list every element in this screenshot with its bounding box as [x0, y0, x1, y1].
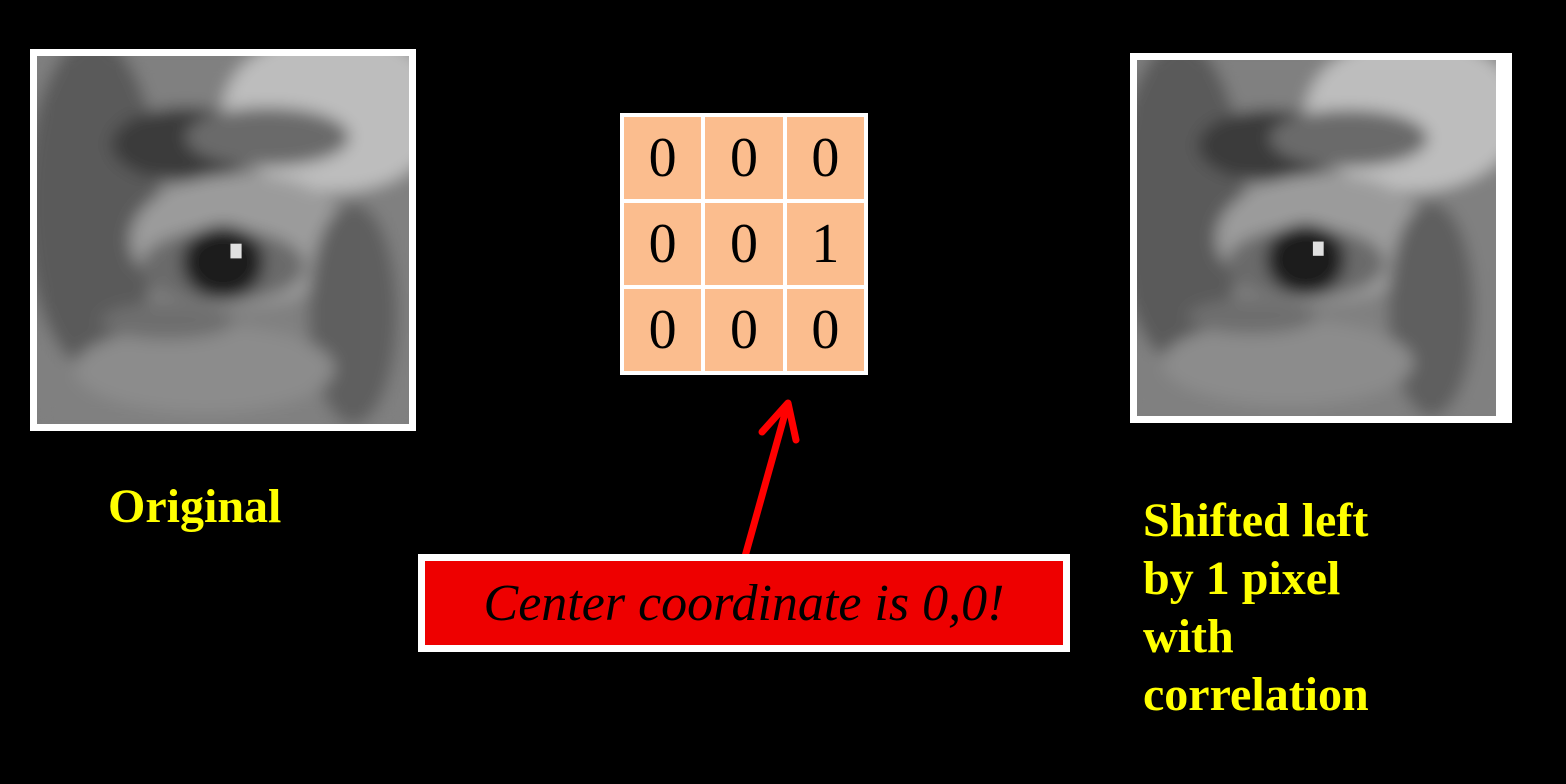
arrow-head [758, 399, 800, 444]
kernel-cell: 0 [624, 289, 702, 371]
shifted-eye-picture [1137, 60, 1496, 416]
arrow-shaft [740, 406, 790, 564]
caption-shifted-line: with [1143, 610, 1234, 663]
original-eye-picture [37, 56, 409, 424]
original-eye-image [30, 49, 416, 431]
caption-shifted-line: Shifted left [1143, 494, 1369, 547]
caption-shifted: Shifted left by 1 pixel with correlation [1143, 492, 1563, 724]
shifted-eye-image [1130, 53, 1512, 423]
kernel-cell-center: 0 [705, 203, 783, 285]
kernel-cell: 0 [705, 117, 783, 199]
kernel-cell: 0 [624, 203, 702, 285]
caption-shifted-line: correlation [1143, 668, 1369, 721]
kernel-cell: 1 [786, 203, 864, 285]
caption-original: Original [108, 480, 282, 533]
kernel-cell: 0 [705, 289, 783, 371]
caption-shifted-line: by 1 pixel [1143, 552, 1341, 605]
kernel-matrix: 0 0 0 0 0 1 0 0 0 [620, 113, 868, 375]
kernel-cell: 0 [786, 289, 864, 371]
kernel-cell: 0 [624, 117, 702, 199]
center-coordinate-callout: Center coordinate is 0,0! [418, 554, 1070, 652]
kernel-cell: 0 [786, 117, 864, 199]
